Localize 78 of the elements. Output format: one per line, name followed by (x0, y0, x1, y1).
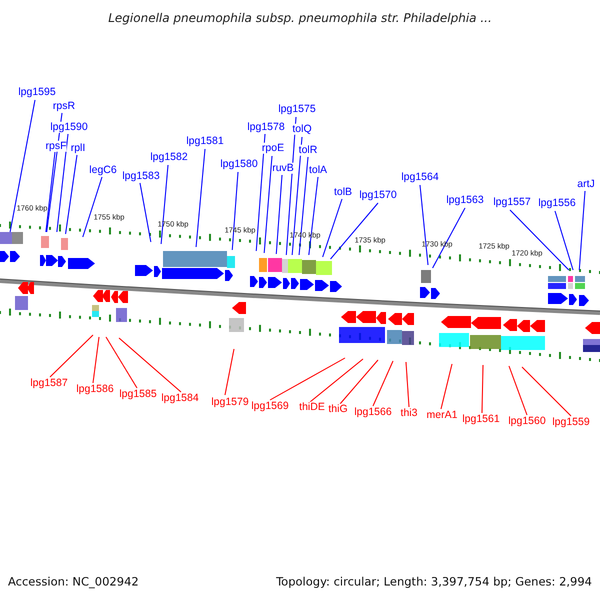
leader-line (482, 364, 484, 414)
leader-line (82, 176, 102, 238)
gene-label: lpg1582 (150, 152, 188, 162)
gene-label: lpg1590 (50, 122, 88, 132)
gene-label: lpg1595 (18, 86, 56, 98)
gene-label: lpg1575 (278, 104, 316, 114)
leader-line (578, 190, 586, 270)
gene-label: rplI (70, 142, 86, 154)
leader-line (322, 198, 342, 258)
gene-label: lpg1563 (446, 194, 484, 206)
gene-label: lpg1559 (552, 416, 590, 428)
gene-label: lpg1583 (122, 170, 160, 182)
gene-label: lpg1566 (354, 406, 392, 418)
leader-line (508, 366, 528, 416)
gene-label: thiDE (299, 402, 325, 412)
leader-line (196, 148, 206, 248)
gene-label: artJ (577, 178, 595, 190)
gene-label: rpoE (262, 142, 284, 154)
gene-label: rpsF (46, 140, 66, 152)
leader-line (276, 174, 282, 254)
leader-line (140, 182, 152, 242)
gene-label: lpg1569 (251, 400, 289, 412)
gene-label: lpg1585 (119, 388, 157, 400)
gene-label: lpg1564 (401, 172, 439, 182)
accession-text: Accession: NC_002942 (8, 576, 139, 588)
gene-label: lpg1560 (508, 416, 546, 426)
gene-label: lpg1587 (30, 378, 68, 388)
gene-label: legC6 (89, 164, 117, 176)
gene-label: lpg1580 (220, 158, 258, 170)
leader-line (264, 156, 272, 254)
leader-line (232, 172, 238, 250)
leader-line (330, 202, 378, 260)
leader-line (440, 364, 452, 410)
gene-label: rpsR (52, 100, 76, 112)
leader-line (310, 358, 364, 402)
leader-line (308, 176, 318, 256)
leader-line (554, 210, 574, 270)
leader-line (292, 136, 302, 256)
genome-stats-text: Topology: circular; Length: 3,397,754 bp; Genes: 2,994 (276, 576, 592, 588)
gene-label: lpg1570 (359, 190, 397, 200)
gene-label: lpg1579 (211, 396, 249, 408)
leader-line (10, 100, 36, 232)
gene-label: thi3 (400, 408, 418, 418)
gene-label: lpg1581 (186, 136, 224, 146)
gene-label: merA1 (426, 410, 458, 420)
leader-line (372, 360, 394, 406)
gene-label: lpg1561 (462, 414, 500, 424)
leader-line (510, 210, 570, 270)
gene-label: tolR (298, 144, 318, 156)
gene-label: tolB (334, 186, 352, 198)
map-title: Legionella pneumophila subsp. pneumophila str. Philadelphia ... (108, 12, 492, 24)
gene-label: lpg1586 (76, 384, 114, 394)
gene-label: lpg1584 (161, 392, 199, 404)
leader-line (340, 360, 378, 404)
leader-line (224, 348, 234, 396)
leader-line (118, 338, 182, 392)
leader-line (92, 336, 100, 384)
gene-label: ruvB (272, 162, 294, 174)
leader-line (65, 154, 78, 234)
leader-line (256, 134, 266, 252)
gene-label: tolA (308, 164, 328, 176)
leader-line (106, 336, 138, 388)
leader-line (160, 164, 168, 244)
leader-line (406, 362, 410, 408)
gene-label: thiG (328, 404, 348, 414)
leader-line (286, 116, 296, 256)
gene-label: lpg1578 (247, 122, 285, 132)
gene-label: lpg1557 (493, 196, 531, 208)
leader-line (420, 184, 428, 266)
leader-line (298, 156, 308, 256)
leader-line (56, 134, 68, 232)
leader-line (432, 208, 466, 268)
gene-label: tolQ (292, 124, 312, 134)
leader-line (45, 152, 56, 232)
leader-line (50, 334, 94, 378)
gene-label: lpg1556 (538, 198, 576, 208)
leader-line (522, 366, 572, 416)
leader-line (270, 358, 346, 400)
